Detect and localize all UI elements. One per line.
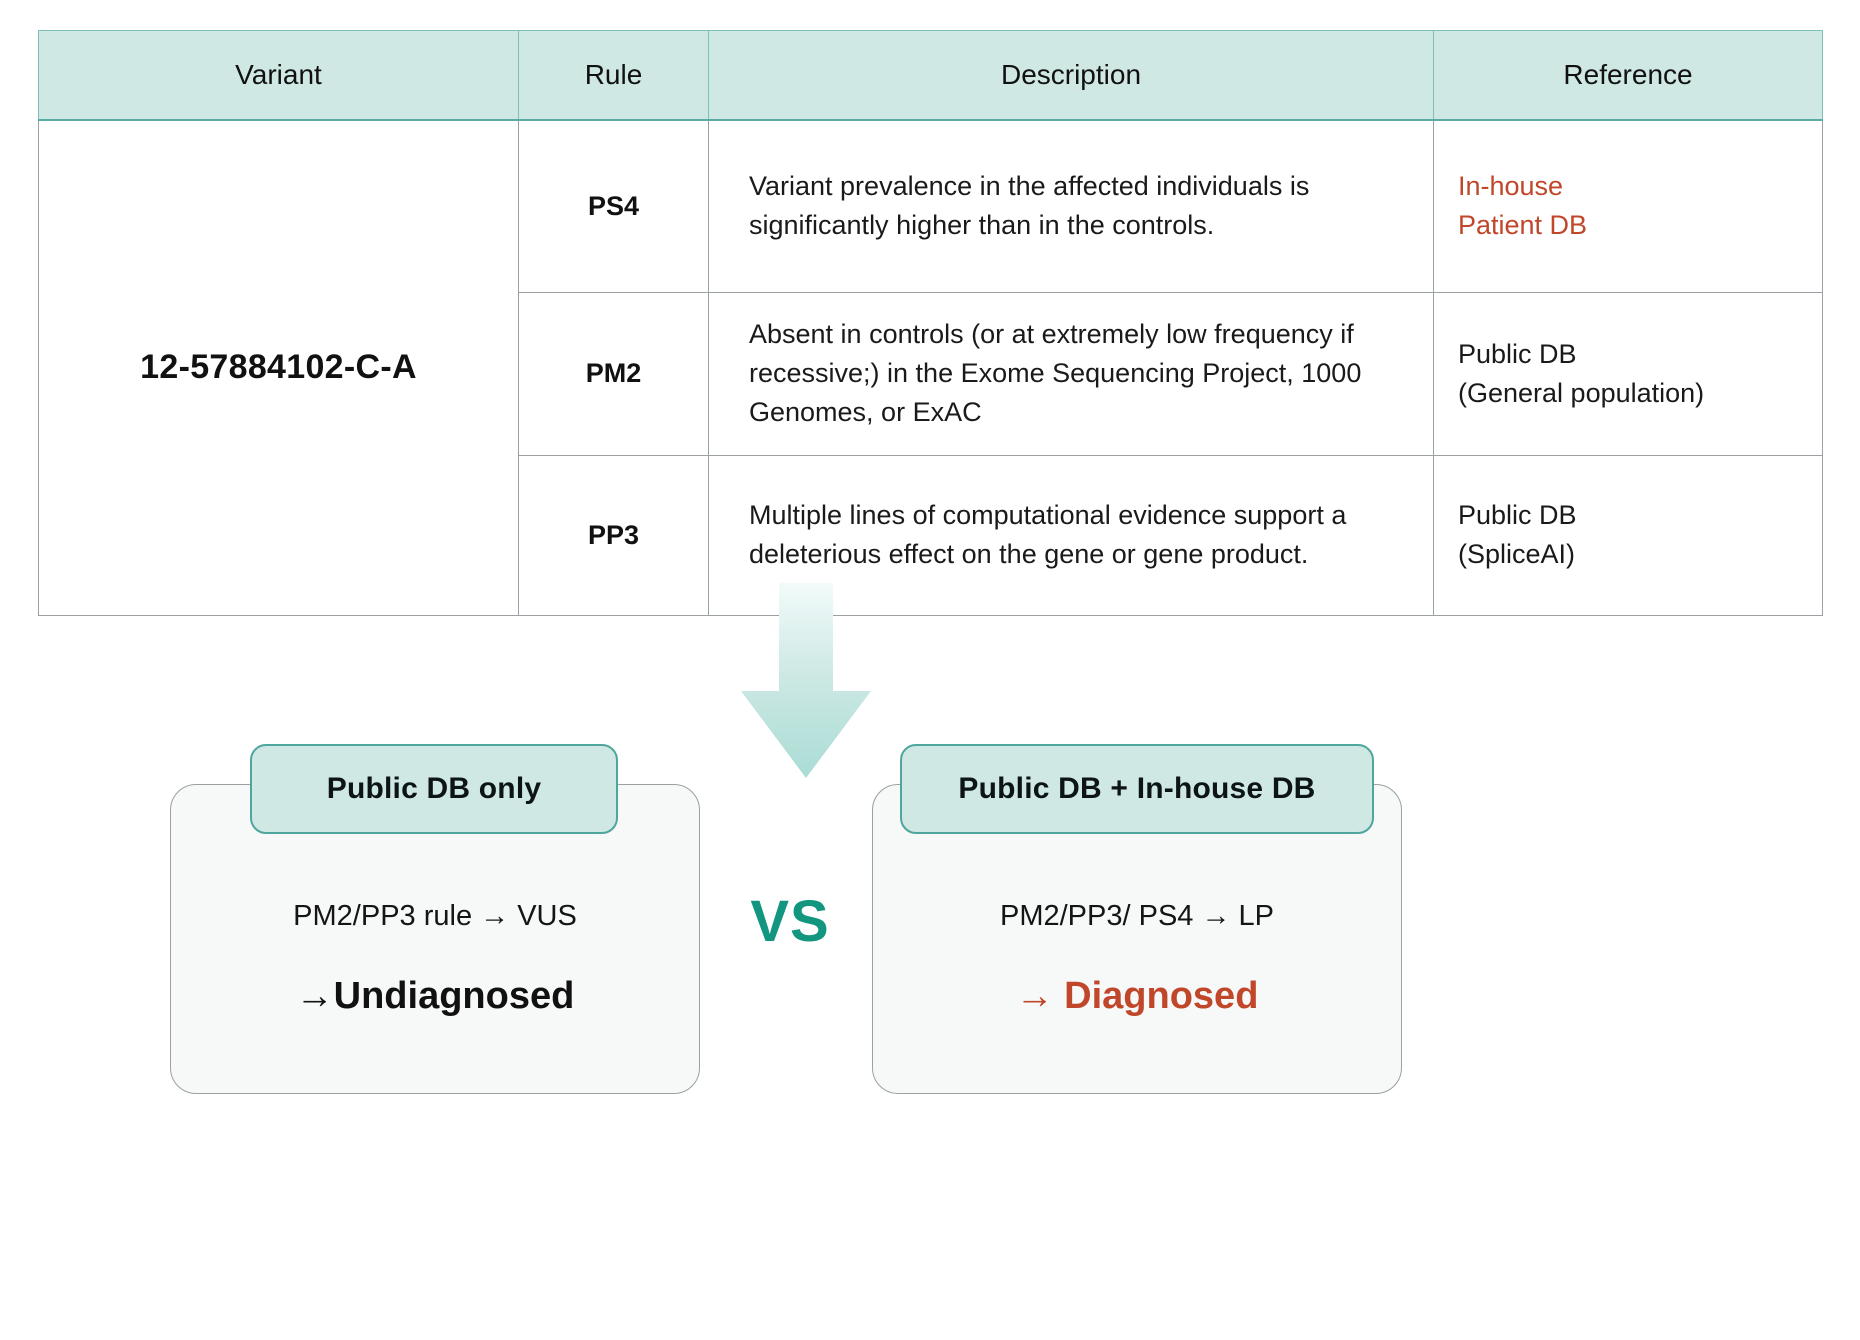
left-card-rule-summary: PM2/PP3 rule → VUS bbox=[293, 900, 577, 932]
card-badge-public-inhouse: Public DB + In-house DB bbox=[900, 744, 1374, 834]
column-header-variant: Variant bbox=[38, 30, 519, 121]
right-card-rule-summary: PM2/PP3/ PS4 → LP bbox=[999, 900, 1274, 932]
variant-id: 12-57884102-C-A bbox=[38, 119, 519, 616]
acmg-evidence-table: Variant Rule Description Reference 12-57… bbox=[38, 30, 1823, 616]
column-header-rule: Rule bbox=[518, 30, 709, 121]
table-row: 12-57884102-C-A PS4 Variant prevalence i… bbox=[38, 119, 1823, 616]
rule-code-pp3: PP3 bbox=[518, 454, 709, 616]
rule-reference-pm2: Public DB(General population) bbox=[1433, 291, 1823, 456]
rule-code-ps4: PS4 bbox=[518, 119, 709, 293]
comparison-card-public-only bbox=[170, 784, 700, 1094]
card-badge-public-only: Public DB only bbox=[250, 744, 618, 834]
right-card-outcome: → Diagnosed bbox=[1015, 975, 1259, 1017]
vs-separator-label: VS bbox=[750, 889, 830, 954]
table-header-row: Variant Rule Description Reference bbox=[38, 30, 1823, 121]
evidence-table: Variant Rule Description Reference 12-57… bbox=[38, 30, 1823, 616]
rule-description-pm2: Absent in controls (or at extremely low … bbox=[708, 291, 1434, 456]
column-header-reference: Reference bbox=[1433, 30, 1823, 121]
rule-reference-pp3: Public DB(SpliceAI) bbox=[1433, 454, 1823, 616]
comparison-section: Public DB only Public DB + In-house DB P… bbox=[0, 744, 1860, 1110]
rule-description-ps4: Variant prevalence in the affected indiv… bbox=[708, 119, 1434, 293]
down-arrow-icon bbox=[741, 583, 871, 778]
column-header-description: Description bbox=[708, 30, 1434, 121]
rule-code-pm2: PM2 bbox=[518, 291, 709, 456]
comparison-card-public-inhouse bbox=[872, 784, 1402, 1094]
table-row: PM2 Absent in controls (or at extremely … bbox=[39, 291, 1823, 456]
table-row: PP3 Multiple lines of computational evid… bbox=[39, 454, 1823, 616]
left-card-outcome: →Undiagnosed bbox=[295, 975, 575, 1017]
